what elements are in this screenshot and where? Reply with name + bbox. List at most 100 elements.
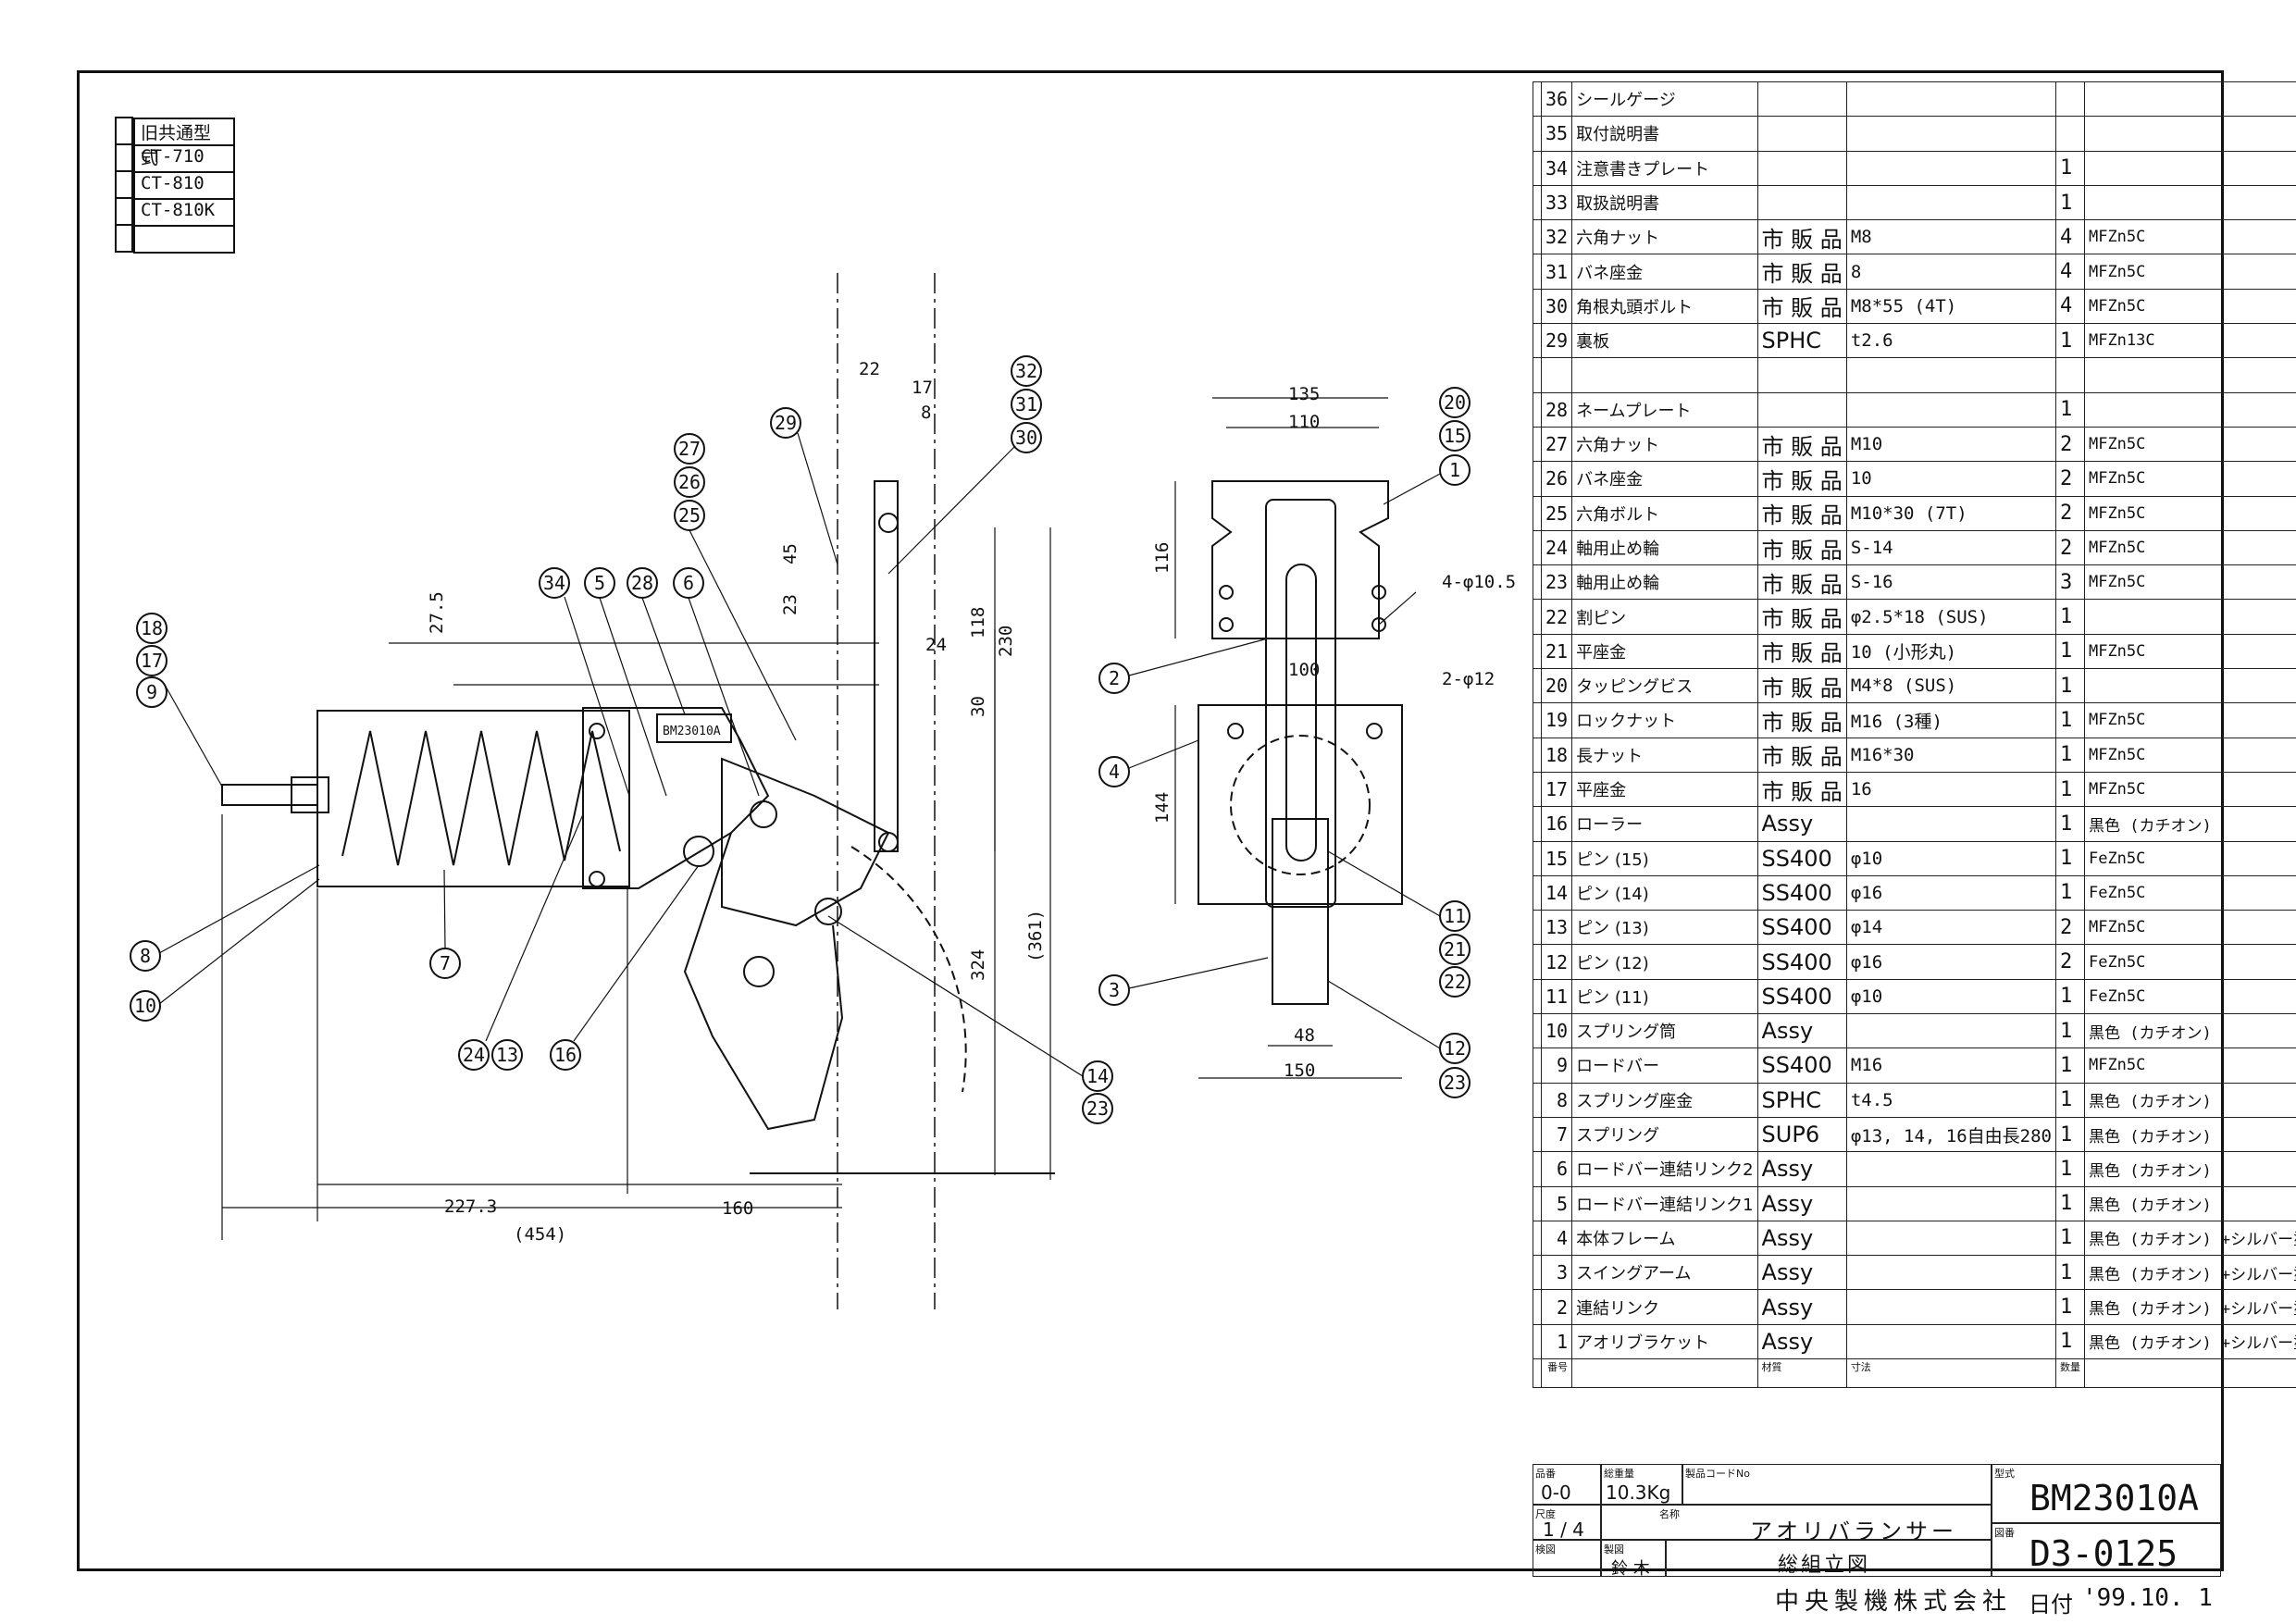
dim-label: 4-φ10.5 [1442,572,1516,592]
svg-text:21: 21 [1444,938,1466,961]
part-size: S-14 [1845,529,2056,566]
dim-label: 24 [925,635,947,655]
tb-label: 尺度 [1535,1508,1556,1520]
nameplate-box [656,713,732,743]
part-no: 27 [1540,426,1573,463]
part-size: M16 (3種) [1845,702,2056,738]
part-qty: 4 [2054,254,2085,290]
load-bar [221,784,318,806]
part-qty: 2 [2054,910,2085,946]
svg-text:31: 31 [1015,393,1037,415]
part-no: 22 [1540,599,1573,635]
svg-text:5: 5 [594,572,605,594]
part-no: 12 [1540,944,1573,980]
part-finish: MFZn5C [2083,254,2296,290]
part-qty: 1 [2054,1289,2085,1325]
connecting-link-front [1265,499,1336,908]
part-qty: 1 [2054,978,2085,1015]
callout-balloon: 23 [1439,1067,1471,1098]
long-nut [291,776,329,813]
svg-text:2: 2 [1109,667,1120,689]
part-material: Assy [1756,1151,1847,1187]
compat-row [133,225,235,254]
part-finish: MFZn5C [2083,288,2296,325]
swing-arc [850,846,967,1093]
part-size [1845,1255,2056,1291]
svg-text:12: 12 [1444,1037,1466,1060]
callout-balloon: 25 [674,500,705,531]
part-no [1540,357,1573,393]
tb-value: 10.3Kg [1606,1481,1671,1504]
pin [814,898,842,925]
part-material: Assy [1756,1220,1847,1257]
part-finish: 黒色 (カチオン) [2083,806,2296,842]
part-no: 30 [1540,288,1573,325]
callout-balloon: 20 [1439,387,1471,418]
part-qty: 1 [2054,1048,2085,1084]
callout-balloon: 11 [1439,900,1471,932]
part-no: 36 [1540,81,1573,118]
part-size [1845,1185,2056,1221]
part-material: 市 販 品 [1756,219,1847,255]
svg-text:18: 18 [141,617,163,639]
part-qty: 1 [2054,323,2085,359]
part-finish: MFZn13C [2083,323,2296,359]
part-name: 角根丸頭ボルト [1571,288,1758,325]
pin [750,800,777,828]
part-qty: 2 [2054,529,2085,566]
part-material: 市 販 品 [1756,633,1847,670]
callout-balloon: 26 [674,466,705,498]
part-name: ピン (12) [1571,944,1758,980]
swing-arm-front [1272,818,1329,1005]
part-name: 平座金 [1571,633,1758,670]
dim-label: 150 [1284,1060,1315,1081]
part-qty: 2 [2054,944,2085,980]
part-size: φ13, 14, 16自由長280 [1845,1116,2056,1153]
part-qty: 1 [2054,150,2085,186]
part-no: 33 [1540,184,1573,221]
swing-arm [683,832,844,1131]
svg-text:25: 25 [678,504,701,527]
part-material: 市 販 品 [1756,599,1847,635]
part-finish: 黒色 (カチオン) +シルバー塗装 [2083,1220,2296,1257]
part-name: シールゲージ [1571,81,1758,118]
part-finish [2083,184,2296,221]
callout-balloon: 17 [136,645,168,676]
part-no: 2 [1540,1289,1573,1325]
part-size [1845,1220,2056,1257]
callout-balloon: 15 [1439,420,1471,452]
tb-cell: 型式 BM23010A [1992,1464,2221,1523]
part-finish: 黒色 (カチオン) +シルバー塗装 [2083,1255,2296,1291]
part-no: 16 [1540,806,1573,842]
part-name: 割ピン [1571,599,1758,635]
part-size: t4.5 [1845,1082,2056,1118]
part-size: M10*30 (7T) [1845,495,2056,531]
part-finish: 黒色 (カチオン) [2083,1013,2296,1049]
dim-label: 227.3 [444,1196,497,1217]
svg-text:22: 22 [1444,971,1466,993]
callout-balloon: 6 [673,567,704,599]
part-material: SS400 [1756,978,1847,1015]
callout-balloon: 23 [1082,1093,1113,1124]
svg-text:23: 23 [1086,1097,1109,1120]
part-name: ロードバー連結リンク2 [1571,1151,1758,1187]
part-qty: 4 [2054,288,2085,325]
part-name [1571,357,1758,393]
part-finish [2083,357,2296,393]
part-size: 10 (小形丸) [1845,633,2056,670]
part-size [1845,116,2056,152]
callout-balloon: 29 [770,407,801,439]
tb-label: 型式 [1994,1468,2015,1480]
part-no: 21 [1540,633,1573,670]
part-no: 15 [1540,840,1573,876]
part-no: 35 [1540,116,1573,152]
svg-text:27: 27 [678,438,701,460]
part-name: 取付説明書 [1571,116,1758,152]
